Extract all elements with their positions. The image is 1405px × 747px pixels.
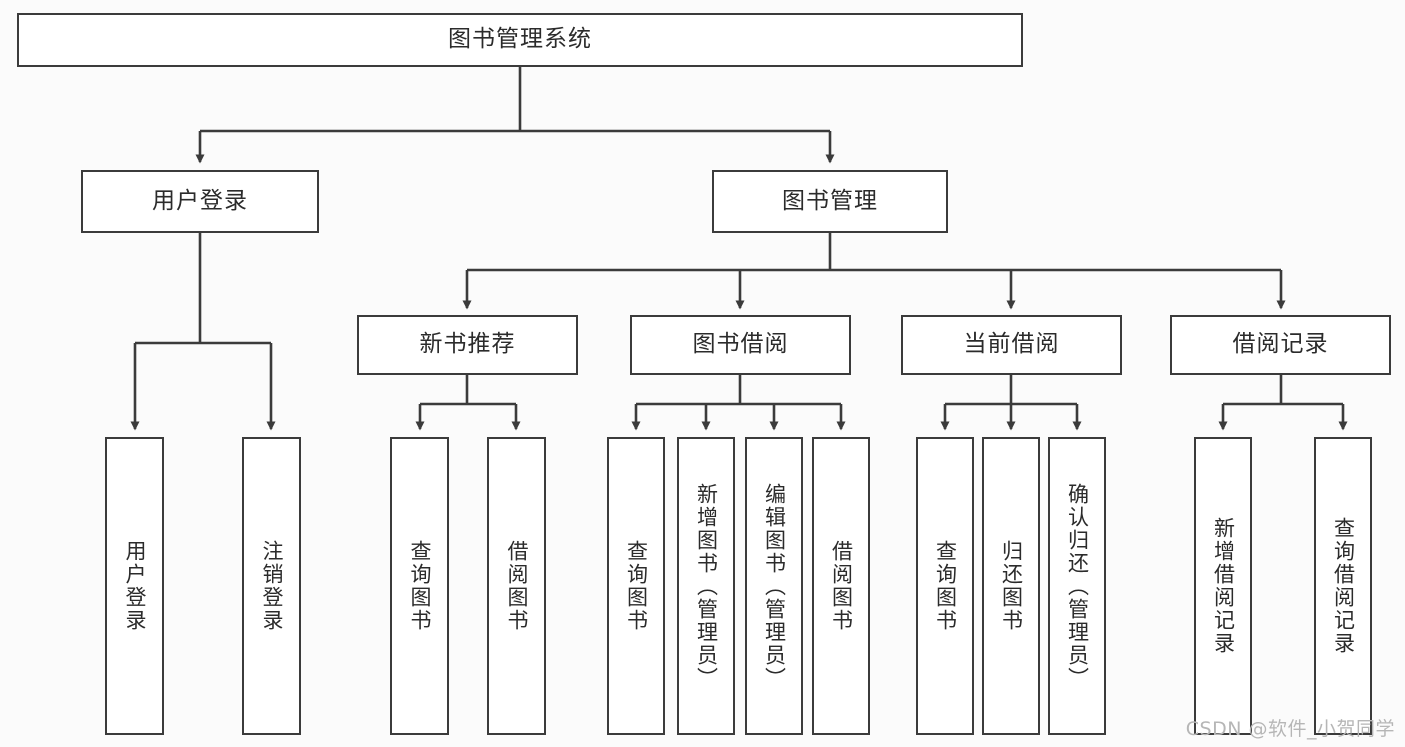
leaf-borrow-query-book[interactable]: 查询图书 — [607, 437, 665, 735]
node-label: 查询借阅记录 — [1331, 517, 1356, 655]
node-label: 借阅记录 — [1232, 331, 1329, 358]
leaf-borrow-add-book[interactable]: 新增图书（管理员） — [677, 437, 735, 735]
node-label: 确认归还（管理员） — [1065, 482, 1090, 690]
leaf-current-confirm-return[interactable]: 确认归还（管理员） — [1048, 437, 1106, 735]
node-label: 图书管理系统 — [448, 26, 592, 53]
node-label: 查询图书 — [933, 540, 958, 632]
node-label: 用户登录 — [123, 540, 147, 632]
node-label: 借阅图书 — [505, 540, 529, 632]
leaf-user-logout[interactable]: 注销登录 — [242, 437, 301, 735]
node-label: 新增借阅记录 — [1211, 517, 1236, 655]
node-label: 当前借阅 — [963, 331, 1060, 358]
leaf-borrow-edit-book[interactable]: 编辑图书（管理员） — [745, 437, 803, 735]
leaf-record-add-record[interactable]: 新增借阅记录 — [1194, 437, 1252, 735]
leaf-current-return-book[interactable]: 归还图书 — [982, 437, 1040, 735]
node-book-borrow[interactable]: 图书借阅 — [630, 315, 851, 375]
node-user-login[interactable]: 用户登录 — [81, 170, 319, 233]
watermark-text: CSDN @软件_小贺同学 — [1185, 718, 1395, 740]
leaf-user-login[interactable]: 用户登录 — [105, 437, 164, 735]
node-label: 用户登录 — [152, 187, 248, 214]
node-current-borrow[interactable]: 当前借阅 — [901, 315, 1122, 375]
node-label: 图书借阅 — [692, 331, 789, 358]
node-label: 新书推荐 — [419, 331, 516, 358]
node-label: 编辑图书（管理员） — [762, 482, 787, 690]
leaf-recommend-borrow-book[interactable]: 借阅图书 — [487, 437, 546, 735]
node-borrow-record[interactable]: 借阅记录 — [1170, 315, 1391, 375]
node-label: 图书管理 — [782, 187, 878, 214]
node-new-book-recommend[interactable]: 新书推荐 — [357, 315, 578, 375]
node-label: 借阅图书 — [829, 540, 854, 632]
node-label: 新增图书（管理员） — [694, 482, 719, 690]
node-label: 注销登录 — [260, 540, 284, 632]
node-label: 查询图书 — [624, 540, 649, 632]
leaf-record-query-record[interactable]: 查询借阅记录 — [1314, 437, 1372, 735]
leaf-borrow-borrow-book[interactable]: 借阅图书 — [812, 437, 870, 735]
node-label: 查询图书 — [408, 540, 432, 632]
node-root-system[interactable]: 图书管理系统 — [17, 13, 1023, 67]
leaf-recommend-query-book[interactable]: 查询图书 — [390, 437, 449, 735]
leaf-current-query-book[interactable]: 查询图书 — [916, 437, 974, 735]
node-book-management[interactable]: 图书管理 — [712, 170, 948, 233]
node-label: 归还图书 — [999, 540, 1024, 632]
